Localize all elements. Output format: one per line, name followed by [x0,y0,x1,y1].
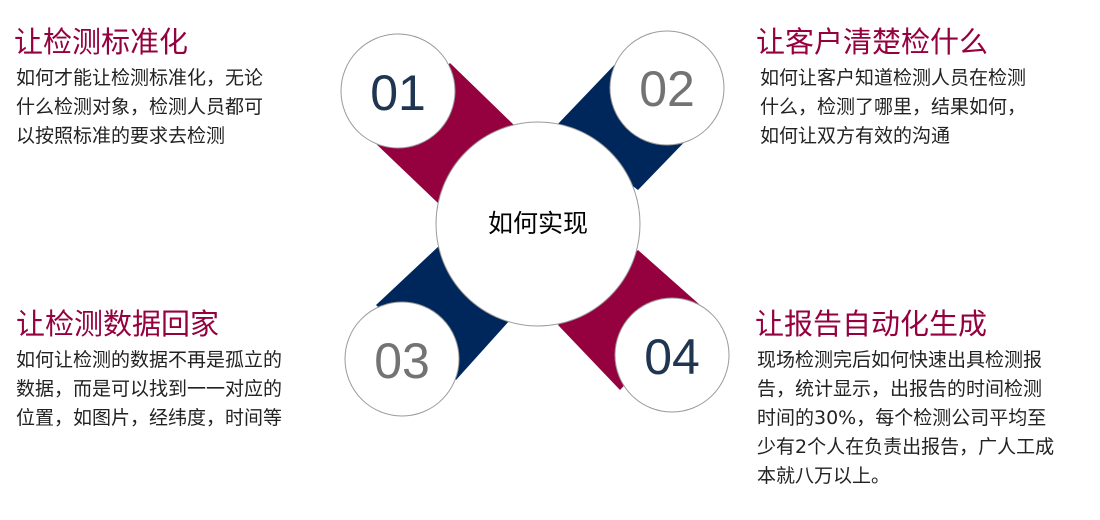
desc-line: 如何才能让检测标准化，无论 [16,67,264,89]
circle-01 [340,33,456,149]
item-03-title: 让检测数据回家 [16,307,220,341]
center-circle [435,121,641,327]
desc-line: 如何让双方有效的沟通 [760,125,951,147]
item-01-desc: 如何才能让检测标准化，无论 什么检测对象，检测人员都可 以按照标准的要求去检测 [16,64,314,151]
item-02-block: 让客户清楚检什么 如何让客户知道检测人员在检测 什么，检测了哪里，结果如何， 如… [756,24,1086,151]
desc-line: 什么检测对象，检测人员都可 [16,96,264,118]
circle-02 [609,30,725,146]
desc-line: 数据，而是可以找到一一对应的 [16,378,283,400]
number-03: 03 [374,333,430,389]
desc-line: 位置，如图片，经纬度，时间等 [16,407,283,429]
number-01: 01 [370,65,426,121]
center-label: 如何实现 [488,209,588,238]
item-01-block: 让检测标准化 如何才能让检测标准化，无论 什么检测对象，检测人员都可 以按照标准… [14,24,314,151]
item-04-desc: 现场检测完后如何快速出具检测报 告，统计显示，出报告的时间检测 时间的30%，每… [757,346,1100,491]
desc-line: 以按照标准的要求去检测 [16,125,226,147]
circle-04 [614,297,730,413]
item-03-block: 让检测数据回家 如何让检测的数据不再是孤立的 数据，而是可以找到一一对应的 位置… [16,306,336,433]
desc-line: 告，统计显示，出报告的时间检测 [757,378,1043,400]
desc-line: 如何让检测的数据不再是孤立的 [16,349,283,371]
desc-line: 如何让客户知道检测人员在检测 [760,67,1027,89]
band-03 [376,245,510,380]
item-04-block: 让报告自动化生成 现场检测完后如何快速出具检测报 告，统计显示，出报告的时间检测… [755,306,1100,491]
desc-line: 现场检测完后如何快速出具检测报 [757,349,1043,371]
item-02-desc: 如何让客户知道检测人员在检测 什么，检测了哪里，结果如何， 如何让双方有效的沟通 [760,64,1086,151]
desc-line: 时间的30%，每个检测公司平均至 [757,407,1047,429]
item-01-title: 让检测标准化 [14,25,189,59]
item-04-title: 让报告自动化生成 [755,307,988,341]
item-02-title: 让客户清楚检什么 [756,25,989,59]
desc-line: 什么，检测了哪里，结果如何， [760,96,1027,118]
desc-line: 本就八万以上。 [757,465,891,487]
item-03-desc: 如何让检测的数据不再是孤立的 数据，而是可以找到一一对应的 位置，如图片，经纬度… [16,346,336,433]
number-02: 02 [639,61,695,117]
circle-03 [344,301,460,417]
number-04: 04 [644,329,700,385]
band-01 [372,63,516,205]
desc-line: 少有2个人在负责出报告，广人工成 [757,436,1055,458]
